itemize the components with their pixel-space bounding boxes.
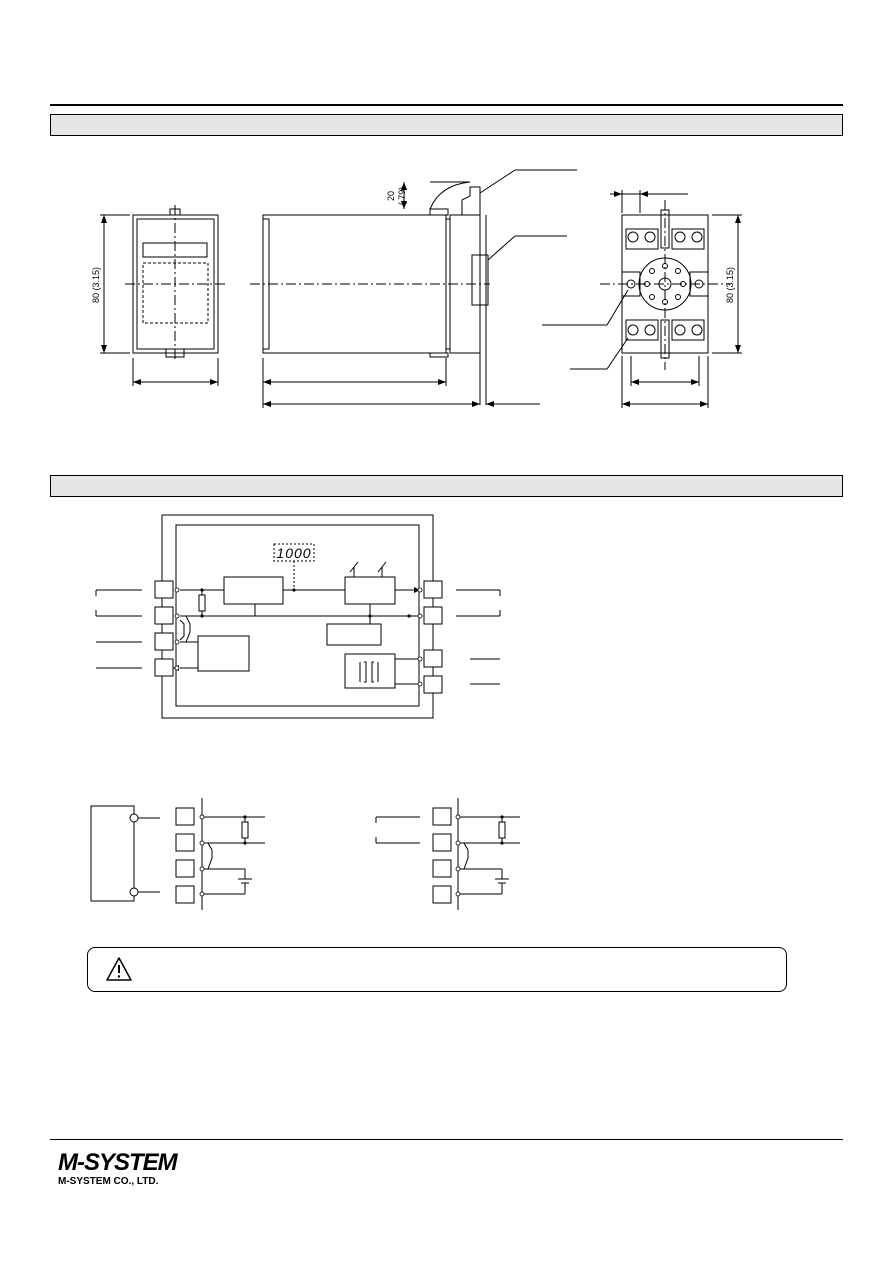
dimensions-drawing: 80 (3.15) 20 (.79) 80 (3.15) bbox=[91, 169, 742, 408]
input-terminals bbox=[154, 580, 174, 677]
company-logo: M-SYSTEM M-SYSTEM CO., LTD. bbox=[58, 1149, 178, 1188]
section-header-connection bbox=[50, 475, 843, 497]
rail-height-label: 20 bbox=[386, 191, 396, 201]
connection-examples bbox=[90, 798, 520, 910]
section-header-dimensions bbox=[50, 114, 843, 136]
output-terminals bbox=[423, 580, 443, 694]
caution-box bbox=[87, 947, 787, 992]
top-rule bbox=[50, 104, 843, 106]
socket-view bbox=[542, 190, 742, 408]
connection-example-1 bbox=[90, 798, 265, 910]
front-height-label: 80 (3.15) bbox=[91, 267, 101, 303]
side-view bbox=[250, 169, 577, 408]
rail-height-label-inch: (.79) bbox=[397, 187, 407, 206]
warning-triangle-icon bbox=[106, 957, 132, 981]
logo-mark: M-SYSTEM bbox=[58, 1149, 178, 1176]
socket-height-label: 80 (3.15) bbox=[725, 267, 735, 303]
block-diagram: 1000 bbox=[95, 514, 501, 719]
connection-example-2 bbox=[375, 798, 520, 910]
bottom-rule bbox=[50, 1139, 843, 1140]
company-name: M-SYSTEM CO., LTD. bbox=[58, 1176, 159, 1187]
display-readout: 1000 bbox=[276, 545, 311, 561]
front-view bbox=[100, 205, 225, 386]
